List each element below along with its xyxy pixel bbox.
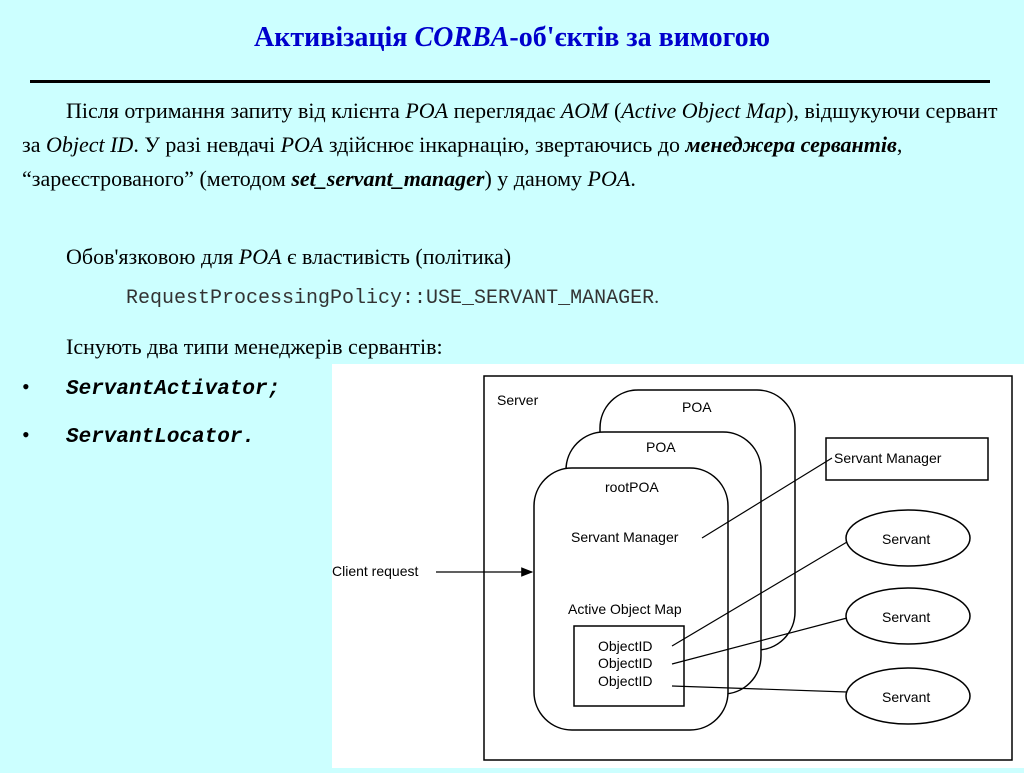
client-request-label: Client request [332, 563, 418, 579]
servant-manager-box-label: Servant Manager [834, 450, 942, 466]
servant-manager-connector [701, 457, 833, 539]
paragraph-policy: Обов'язковою для POA є властивість (полі… [66, 244, 512, 269]
servant-ellipse-2 [845, 587, 971, 645]
object-id-2: ObjectID [598, 655, 652, 671]
object-id-box [573, 625, 685, 707]
title-divider [30, 80, 990, 83]
poa-diagram: Server POA POA rootPOA Servant Manager A… [332, 364, 1024, 768]
bullet-servant-locator: •ServantLocator. [22, 422, 256, 449]
bullet-servant-activator: •ServantActivator; [22, 374, 281, 401]
object-id-connector-3 [671, 685, 848, 693]
root-poa-label: rootPOA [605, 479, 659, 495]
active-object-map-label: Active Object Map [568, 601, 682, 617]
servant-manager-box [825, 437, 989, 481]
object-id-connector-2 [671, 617, 848, 665]
servant-label-1: Servant [882, 531, 930, 547]
object-id-3: ObjectID [598, 673, 652, 689]
servant-ellipse-3 [845, 667, 971, 725]
servant-label-2: Servant [882, 609, 930, 625]
poa-back-label: POA [682, 399, 712, 415]
page-title: Активізація CORBA-об'єктів за вимогою [253, 22, 770, 53]
poa-mid-label: POA [646, 439, 676, 455]
object-id-1: ObjectID [598, 638, 652, 654]
poa-diagram-svg: Server POA POA rootPOA Servant Manager A… [332, 375, 1013, 761]
servant-ellipse-1 [845, 509, 971, 567]
servant-label-3: Servant [882, 689, 930, 705]
server-label: Server [497, 392, 539, 408]
paragraph-manager-types: Існують два типи менеджерів сервантів: [66, 334, 443, 359]
policy-code: RequestProcessingPolicy::USE_SERVANT_MAN… [126, 286, 660, 310]
paragraph-intro: Після отримання запиту від клієнта POA п… [22, 98, 998, 191]
object-id-connector-1 [671, 541, 848, 647]
servant-manager-inner-label: Servant Manager [571, 529, 679, 545]
